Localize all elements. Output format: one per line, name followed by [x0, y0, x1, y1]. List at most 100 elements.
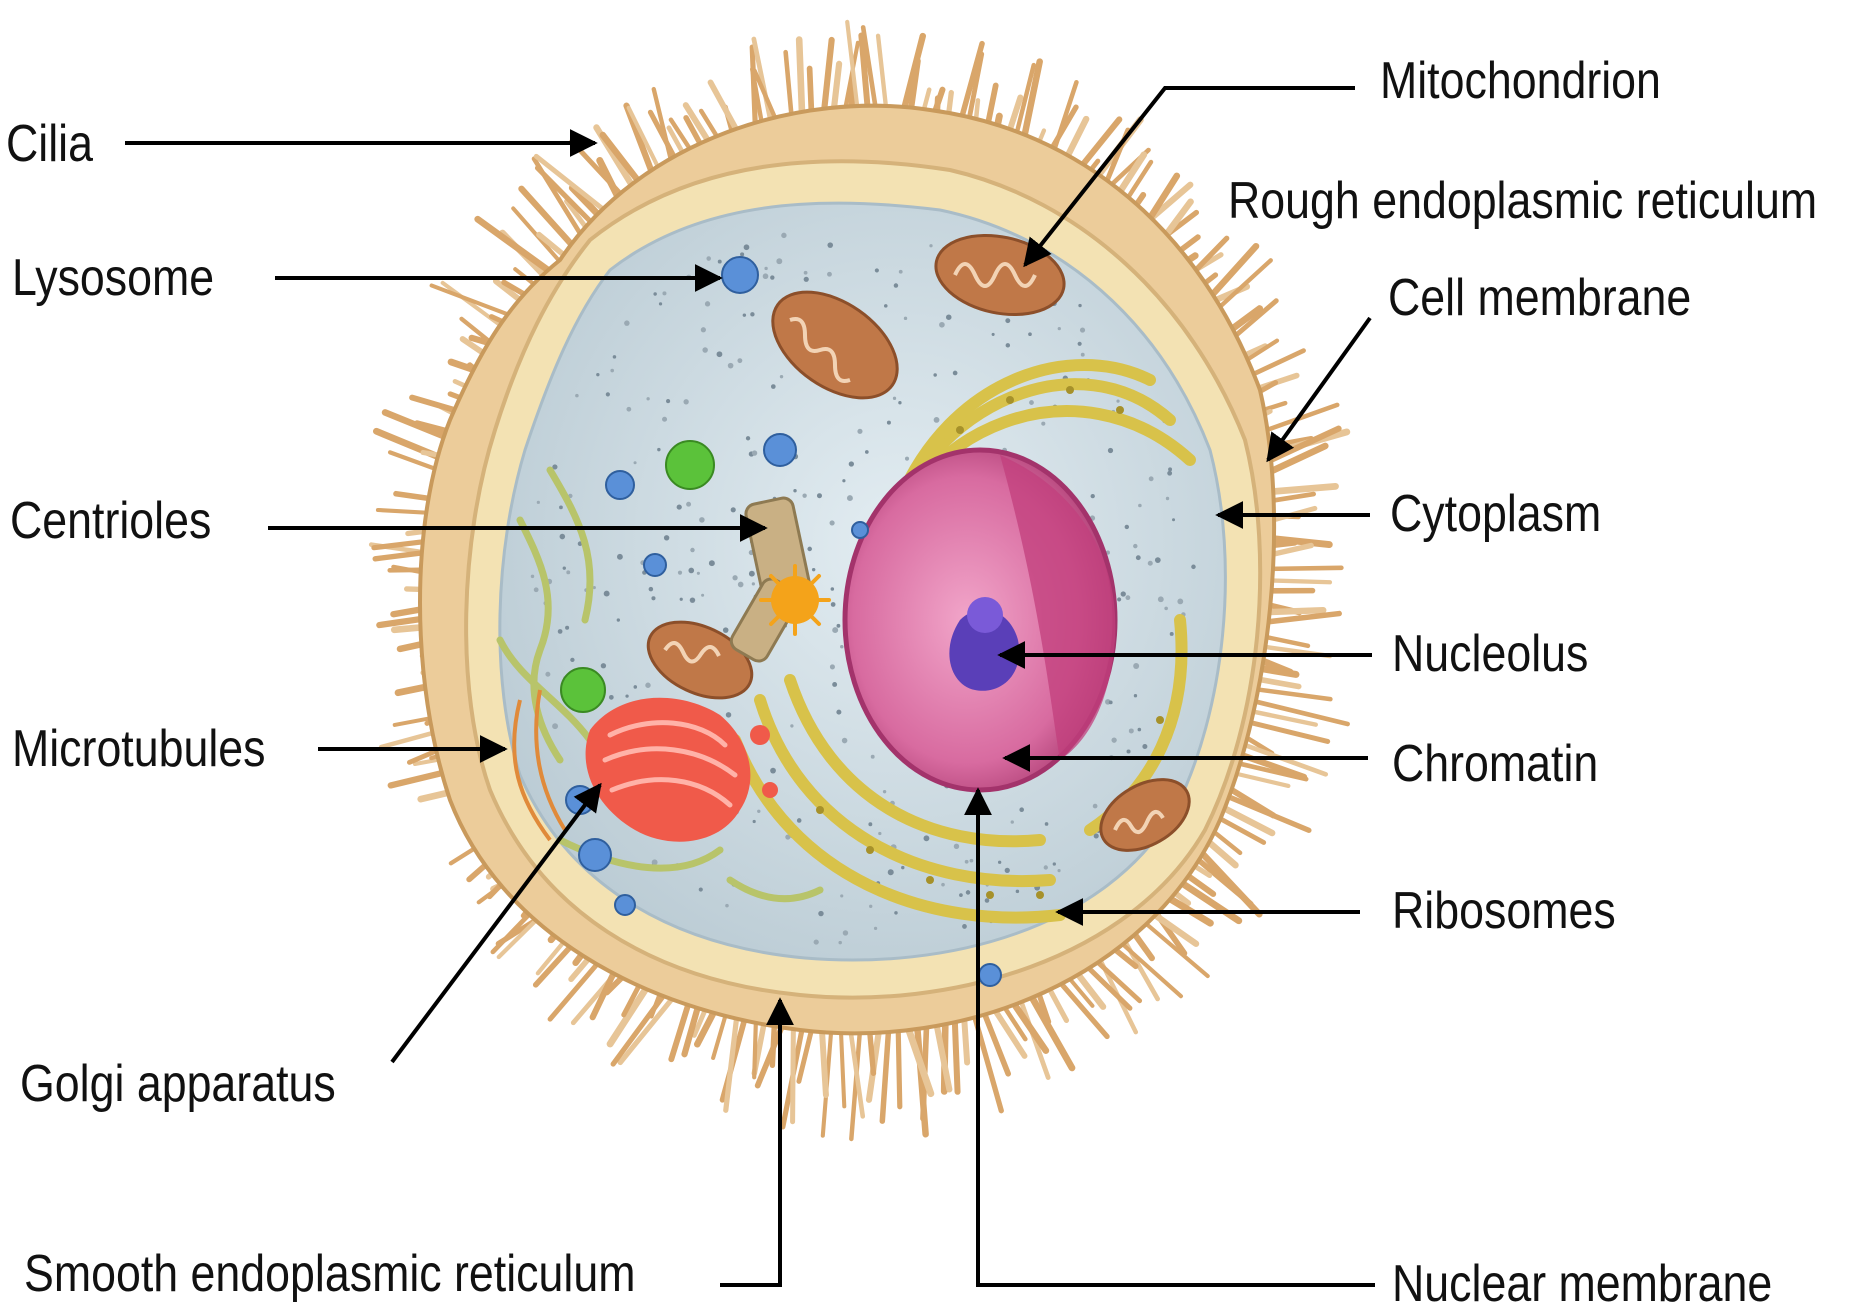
ribosome-speck: [832, 682, 837, 687]
ribosome-speck: [763, 273, 769, 279]
ribosome-speck: [894, 911, 897, 914]
ribosome-speck: [1158, 596, 1164, 602]
ribosome-speck: [838, 941, 841, 944]
ribosome-speck: [836, 710, 841, 715]
ribosome-speck: [830, 664, 835, 669]
ribosome-speck: [1125, 525, 1129, 529]
ribosome-speck: [1108, 448, 1113, 453]
ribosome-speck: [770, 275, 774, 279]
cilium: [793, 1024, 794, 1122]
ribosome-speck: [878, 832, 881, 835]
ribosome-speck: [818, 911, 823, 916]
ribosome-speck: [731, 507, 736, 512]
ribosome-speck: [871, 755, 875, 759]
ribosome-speck: [946, 314, 952, 320]
ribosome-speck: [1109, 700, 1113, 704]
ribosome-speck: [1093, 804, 1098, 809]
ribosome-speck: [837, 624, 841, 628]
ribosome-speck: [831, 587, 835, 591]
ribosome-speck: [1155, 557, 1161, 563]
ribosome-speck: [869, 905, 872, 908]
ribosome-speck: [1166, 497, 1169, 500]
ribosome-speck: [570, 658, 574, 662]
cilium: [870, 1030, 874, 1073]
ribosome-speck: [659, 302, 662, 305]
ribosome-speck: [1041, 422, 1045, 426]
cilium: [882, 1029, 888, 1121]
ribosome-speck: [626, 407, 631, 412]
ribosome-speck: [827, 272, 832, 277]
ribosome-speck: [1191, 565, 1196, 570]
ribosome-speck: [764, 267, 767, 270]
ribosome-speck: [1116, 400, 1119, 403]
ribosome-speck: [697, 572, 700, 575]
ribosome-speck: [1133, 544, 1137, 548]
ribosome-speck: [966, 890, 971, 895]
ribosome-speck: [985, 898, 990, 903]
ribosome-speck: [625, 694, 628, 697]
ribosome-speck: [624, 320, 629, 325]
ribosome-speck: [601, 663, 606, 668]
ribosome-speck: [634, 461, 637, 464]
ribosome-speck: [717, 351, 723, 357]
ribosome-speck: [771, 384, 776, 389]
ribosome-speck: [699, 517, 705, 523]
ribosome-speck: [929, 244, 932, 247]
ribosome-speck: [718, 260, 722, 264]
ribosome-speck: [1148, 561, 1153, 566]
ribosome-speck: [757, 810, 760, 813]
label-microtubules: Microtubules: [12, 723, 266, 775]
ribosome-speck: [847, 495, 853, 501]
ribosome-speck: [563, 566, 566, 569]
ribosome-speck: [843, 930, 848, 935]
label-mitochondrion: Mitochondrion: [1380, 55, 1661, 107]
label-golgi-apparatus: Golgi apparatus: [20, 1058, 336, 1110]
ribosome-speck: [827, 242, 833, 248]
ribosome-speck: [893, 397, 896, 400]
ribosome-speck: [1053, 862, 1056, 865]
label-cilia: Cilia: [6, 118, 93, 170]
ribosome-speck: [752, 450, 757, 455]
ribosome-speck: [959, 893, 963, 897]
ribosome-speck: [1127, 749, 1131, 753]
ribosome-speck: [804, 271, 808, 275]
ribosome-speck: [965, 860, 969, 864]
label-cell-membrane: Cell membrane: [1388, 272, 1691, 324]
ribosome-speck: [651, 596, 655, 600]
ribosome-speck: [953, 371, 958, 376]
ribosome-speck: [617, 554, 623, 560]
ribosome-speck: [905, 457, 909, 461]
ribosome-speck: [678, 571, 682, 575]
ribosome-speck: [840, 894, 843, 897]
ribosome-speck: [1044, 865, 1048, 869]
ribosome-speck: [738, 582, 744, 588]
ribosome-speck: [898, 401, 901, 404]
ribosome-speck: [1019, 807, 1024, 812]
ribosome-speck: [610, 369, 614, 373]
ribosome-speck: [1170, 632, 1174, 636]
ribosome-speck: [743, 313, 746, 316]
ribosome-speck: [646, 397, 649, 400]
ribosome-speck: [941, 883, 945, 887]
ribosome-speck: [1091, 494, 1095, 498]
ribosome-speck: [894, 283, 898, 287]
ribosome-speck: [702, 347, 708, 353]
label-nucleolus: Nucleolus: [1392, 628, 1588, 680]
label-centrioles: Centrioles: [10, 495, 211, 547]
ribosome-speck: [875, 268, 879, 272]
ribosome-speck: [749, 571, 755, 577]
ribosome-speck: [725, 904, 729, 908]
label-lysosome: Lysosome: [12, 252, 214, 304]
ribosome-speck: [1168, 467, 1172, 471]
ribosome-speck: [1167, 471, 1172, 476]
ribosome-speck: [888, 869, 894, 875]
ribosome-speck: [606, 392, 610, 396]
ribosome-speck: [814, 939, 819, 944]
ribosome-speck: [831, 602, 836, 607]
ribosome-speck: [793, 489, 796, 492]
ribosome-speck: [1133, 663, 1139, 669]
label-smooth-er: Smooth endoplasmic reticulum: [24, 1248, 635, 1300]
ribosome-speck: [666, 399, 670, 403]
ribosome-speck: [781, 233, 786, 238]
ribosome-speck: [662, 291, 666, 295]
